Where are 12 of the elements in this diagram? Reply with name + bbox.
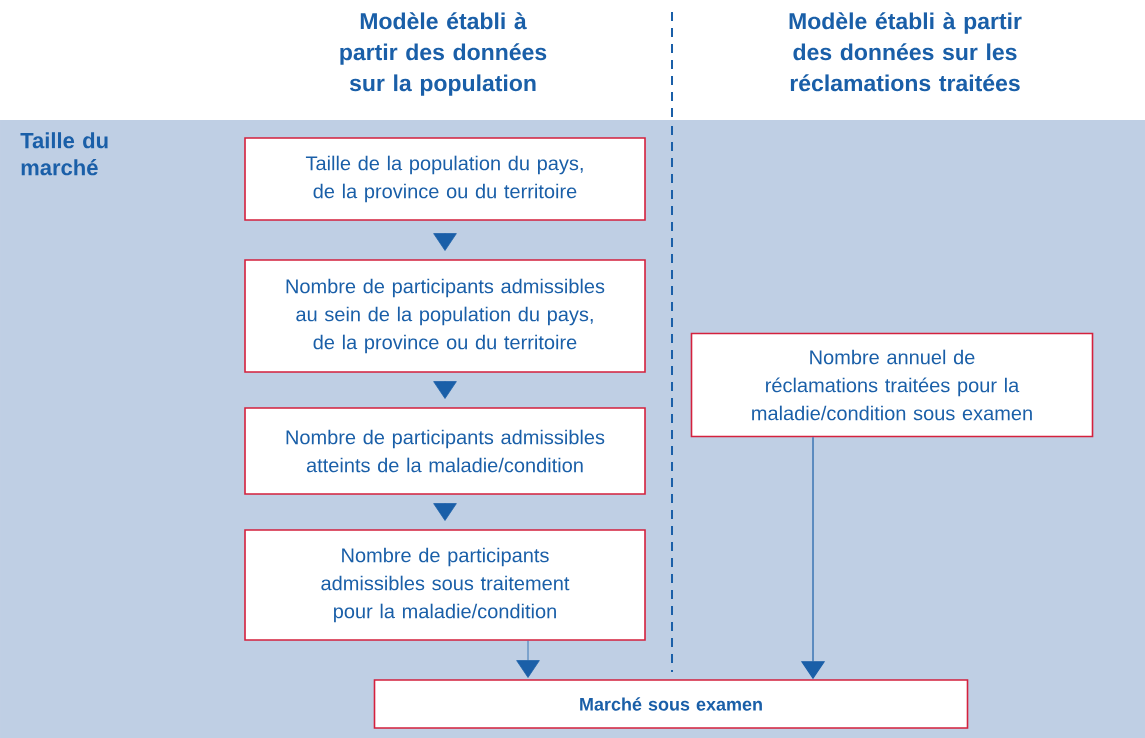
- arrow: [516, 640, 540, 678]
- result-box: Marché sous examen: [373, 679, 969, 729]
- arrow: [433, 503, 457, 521]
- process-box: Nombre de participants admissibles au sein de la population du pays, de la province ou du territoire: [244, 259, 646, 373]
- process-box: Nombre de participants admissibles atteints de la maladie/condition: [244, 407, 646, 495]
- column-heading: Modèle établi à partir des données sur les réclamations traitées: [789, 12, 1022, 92]
- arrow: [433, 233, 457, 251]
- column-heading: Modèle établi à partir des données sur la population: [340, 12, 547, 96]
- arrow: [433, 381, 457, 399]
- process-box: Taille de la population du pays, de la province ou du territoire: [244, 137, 646, 221]
- process-box: Nombre annuel de réclamations traitées pour la maladie/condition sous examen: [690, 332, 1094, 438]
- process-box: Nombre de participants admissibles sous traitement pour la maladie/condition: [244, 529, 646, 641]
